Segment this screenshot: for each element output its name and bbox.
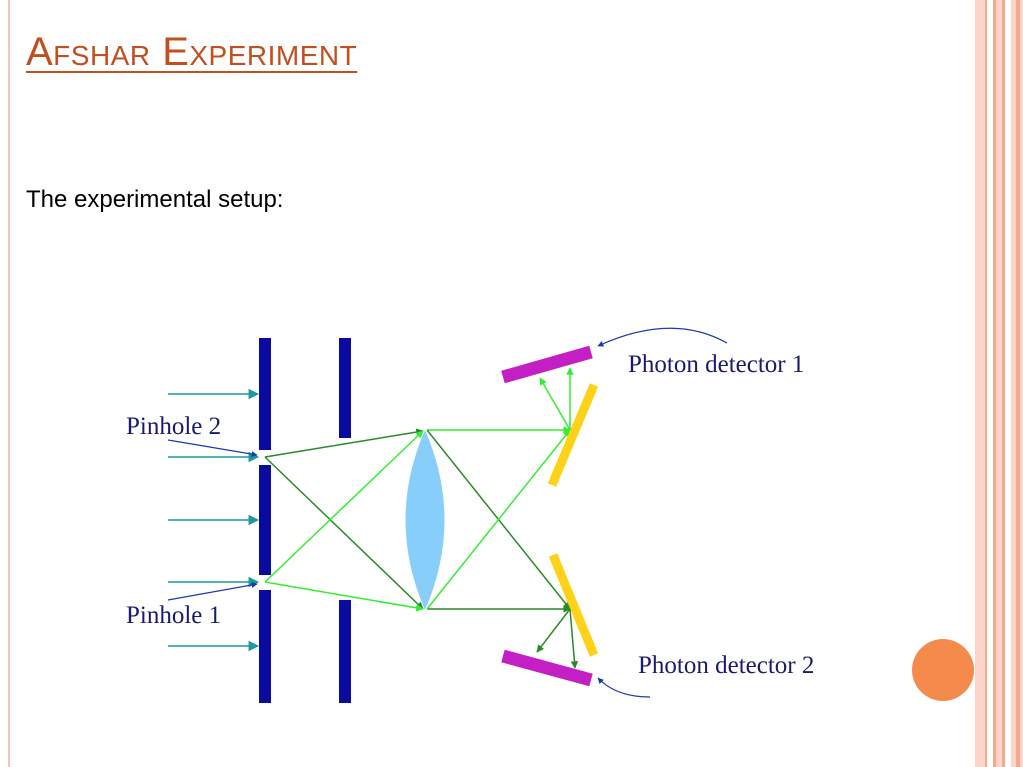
second-wall	[339, 338, 351, 703]
mirror-top	[547, 383, 599, 487]
pinhole-1-pointer	[167, 582, 258, 601]
beam-p1-to-lens-bottom	[264, 581, 424, 612]
wall-segment-middle	[259, 465, 271, 575]
photon-detector-1-label: Photon detector 1	[628, 351, 804, 378]
left-border-rule	[8, 0, 10, 767]
mirrors	[547, 383, 599, 657]
beams-to-lens	[264, 428, 424, 612]
reflect-bottom-1	[569, 608, 579, 669]
beam-p2-to-lens-bottom	[264, 456, 424, 610]
pinhole-wall	[259, 338, 271, 703]
second-wall-top	[339, 338, 351, 438]
reflected-beams	[536, 367, 579, 669]
detectors	[501, 345, 593, 687]
reflect-bottom-2	[536, 608, 571, 653]
wall-segment-top	[259, 338, 271, 450]
slide-subtitle: The experimental setup:	[26, 186, 284, 213]
beams-to-mirrors	[426, 426, 571, 613]
lens	[405, 430, 445, 610]
mirror-bottom	[548, 553, 599, 657]
wall-segment-bottom	[259, 590, 271, 703]
pinhole-2-pointer	[167, 439, 258, 458]
beam-p2-to-lens-top	[264, 428, 424, 458]
photon-detector-1-pointer	[597, 327, 728, 347]
beam-p1-to-lens-top	[264, 430, 424, 583]
second-wall-bottom	[339, 600, 351, 703]
pinhole-1-label: Pinhole 1	[126, 602, 221, 629]
reflect-top-2	[539, 377, 571, 431]
photon-detector-1-bar	[501, 345, 593, 384]
right-border-stripes	[975, 0, 1023, 767]
photon-detector-2-bar	[501, 649, 593, 687]
beam-lens-bottom-diagonal	[426, 429, 571, 610]
incoming-light-arrows	[168, 388, 260, 652]
pinhole-2-label: Pinhole 2	[126, 413, 221, 440]
photon-detector-2-label: Photon detector 2	[638, 652, 814, 679]
accent-circle	[912, 639, 974, 701]
label-pointers	[167, 327, 728, 698]
slide-title: Afshar Experiment	[26, 30, 358, 74]
photon-detector-2-pointer	[597, 677, 651, 698]
